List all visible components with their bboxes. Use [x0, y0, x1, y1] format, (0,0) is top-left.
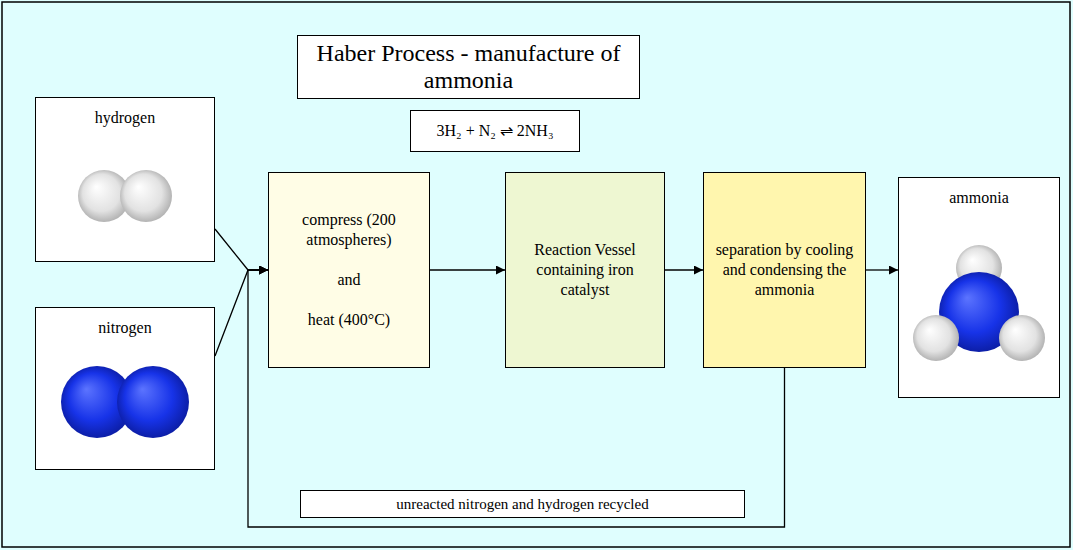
edge-label: unreacted nitrogen and hydrogen recycled [300, 490, 745, 518]
box-text: and [337, 270, 360, 290]
box-ground [35, 307, 215, 470]
flow-arrow [215, 229, 268, 270]
process-box: separation by cooling and condensing the… [703, 172, 866, 368]
reactant-box: nitrogen [35, 307, 215, 470]
ammonia-molecule [913, 245, 1045, 361]
box-text: nitrogen [98, 318, 151, 338]
box-text: hydrogen [95, 108, 155, 128]
process-box: Reaction Vessel containing iron catalyst [505, 172, 665, 368]
process-box: compress (200 atmospheres) and heat (400°C… [268, 172, 430, 368]
box-text: compress (200 atmospheres) [279, 210, 419, 250]
reactant-box: hydrogen [35, 97, 215, 262]
box-text: 3H₂ + N₂ ⇌ 2NH₃ [437, 121, 554, 141]
title-box: Haber Process - manufacture of ammonia [297, 35, 640, 99]
flow-arrow [866, 269, 898, 270]
flow-arrow [430, 269, 505, 270]
nitrogen-molecule [61, 366, 189, 438]
box-text: Reaction Vessel containing iron catalyst [516, 240, 654, 300]
hydrogen-molecule [78, 170, 172, 222]
equation-box: 3H₂ + N₂ ⇌ 2NH₃ [410, 110, 580, 152]
product-box: ammonia [898, 177, 1060, 398]
box-text: heat (400°C) [308, 310, 390, 330]
box-ground [35, 97, 215, 262]
box-text: ammonia [949, 188, 1009, 208]
flow-arrow [665, 269, 703, 270]
box-text: separation by cooling and condensing the… [714, 240, 855, 300]
flow-arrow [215, 270, 268, 356]
box-ground [898, 177, 1060, 398]
